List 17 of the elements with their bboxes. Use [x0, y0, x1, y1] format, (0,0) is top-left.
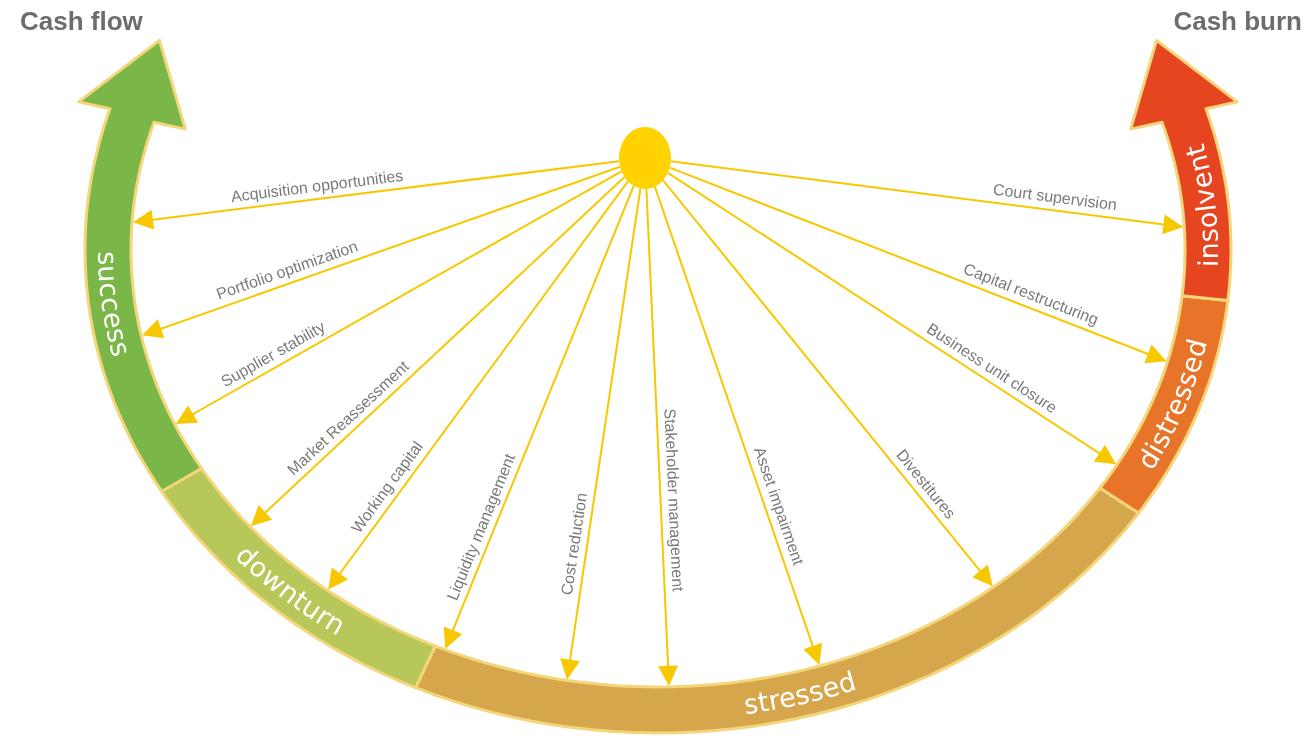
- arrow: [175, 170, 623, 424]
- arrow: [250, 176, 626, 527]
- arrow: [560, 187, 642, 680]
- arrow: [645, 188, 679, 686]
- arrow: [328, 180, 629, 590]
- arrow: [669, 160, 1184, 235]
- heading-label: Cash flow: [20, 6, 143, 37]
- arrow: [668, 166, 1167, 364]
- arrow: [443, 184, 635, 649]
- arrow: [662, 179, 993, 587]
- arrow: [666, 171, 1117, 465]
- arrow: [653, 185, 823, 665]
- arrow: [142, 165, 622, 339]
- stage-label: stressed: [742, 664, 860, 720]
- arrow: [133, 160, 621, 230]
- hub-circle: [619, 127, 671, 189]
- heading-label: Cash burn: [1173, 6, 1302, 37]
